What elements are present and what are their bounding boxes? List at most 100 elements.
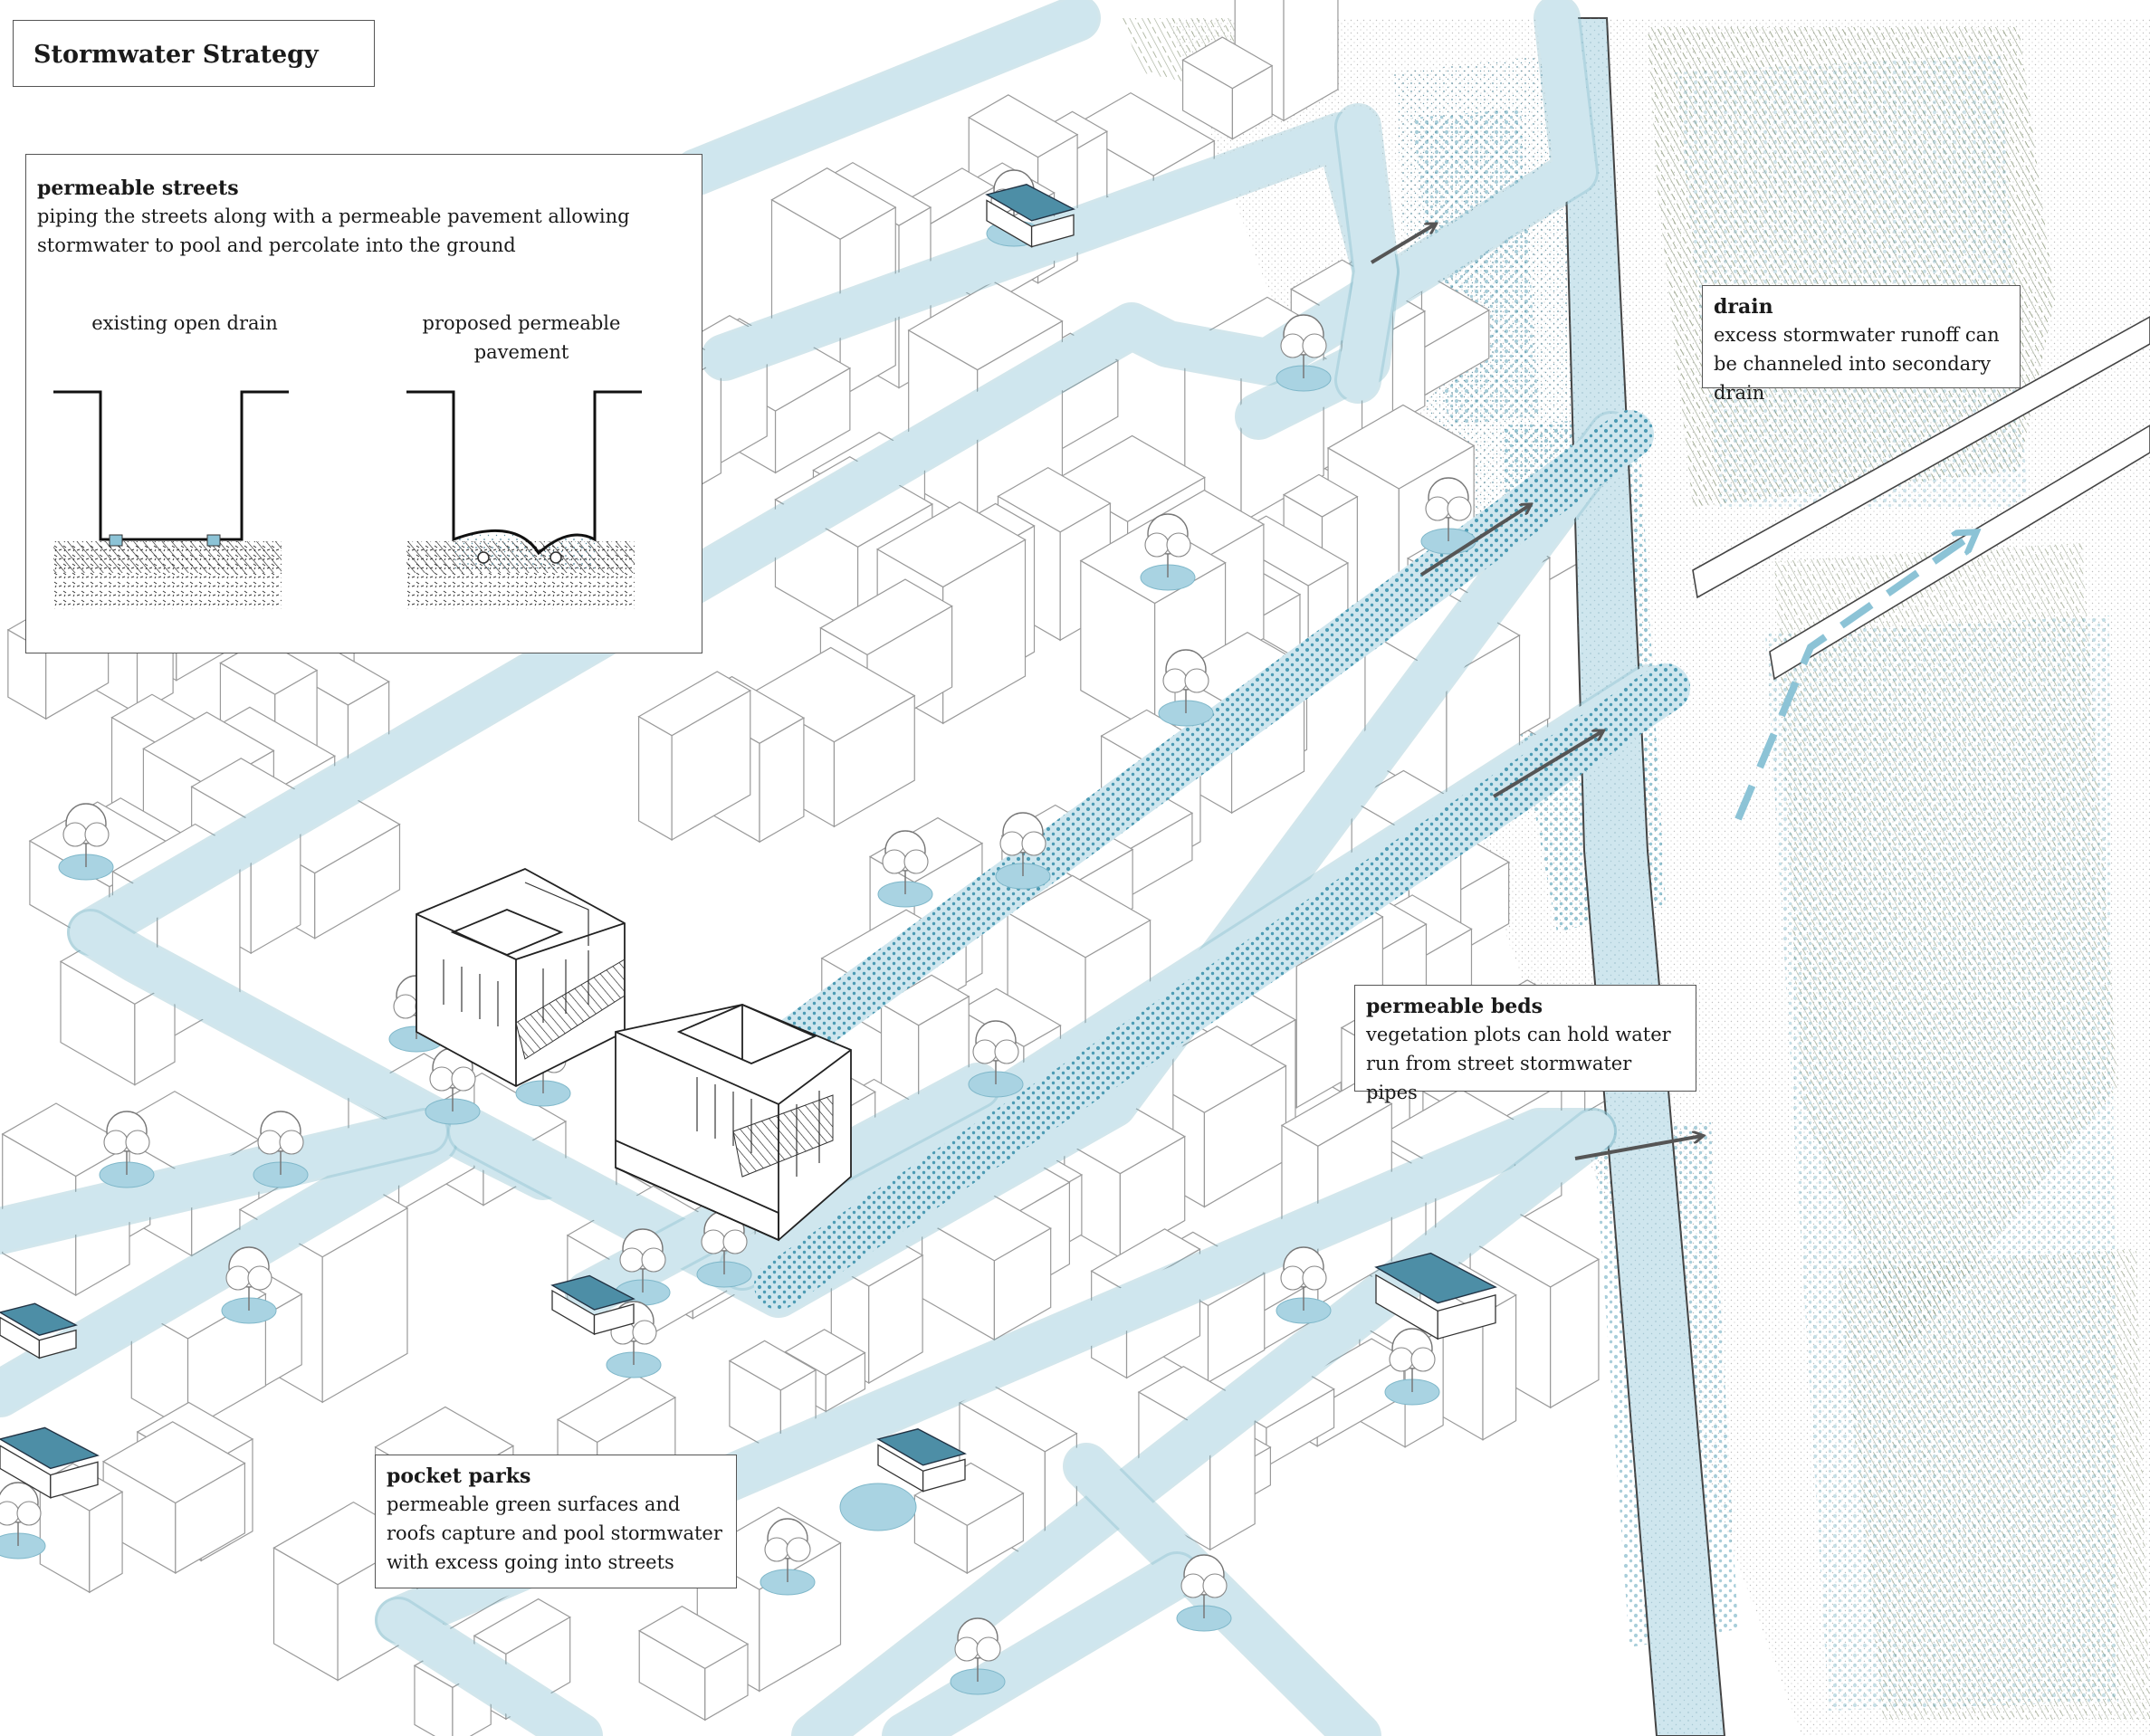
tree-canopy [1162, 668, 1188, 693]
tree-canopy [701, 1229, 726, 1254]
pavilions [0, 184, 1497, 1499]
tree-canopy [84, 822, 110, 847]
tree-canopy [1280, 333, 1305, 358]
section-proposed-permeable-pavement [406, 390, 642, 609]
tree-canopy [641, 1247, 666, 1273]
callout-body: excess stormwater runoff can be channele… [1714, 324, 2000, 404]
tree-canopy [279, 1130, 304, 1155]
tree-canopy [1447, 496, 1472, 521]
tree-canopy [1302, 333, 1327, 358]
tree-canopy [1144, 532, 1170, 558]
building-wall [1203, 1064, 1287, 1208]
section-label-proposed: proposed permeable pavement [422, 312, 621, 363]
tree-canopy [0, 1501, 20, 1526]
building-wall [1231, 64, 1273, 140]
tree-canopy [954, 1636, 979, 1662]
building-wall [671, 689, 751, 841]
building-wall [89, 1491, 123, 1594]
building-wall [175, 1462, 245, 1574]
callout-permeable-streets: permeable streets piping the streets alo… [25, 154, 702, 653]
featured-building-right [615, 1004, 852, 1242]
tree-canopy [225, 1265, 251, 1291]
tree-canopy [1021, 831, 1046, 856]
building-wall [966, 1492, 1024, 1575]
tree-canopy [103, 1130, 129, 1155]
tree-canopy [786, 1537, 811, 1562]
pavilion-wall [50, 1461, 99, 1499]
building-wall [825, 1351, 866, 1413]
pavilion-roof [0, 1426, 100, 1470]
building-wall [1266, 1388, 1335, 1468]
building-wall [1207, 1272, 1266, 1384]
pavilion-roof [550, 1274, 635, 1311]
pavilion-roof [1374, 1252, 1497, 1304]
pavilion-wall [1437, 1293, 1496, 1340]
building-wall [774, 367, 851, 474]
pavilion-wall [922, 1458, 966, 1493]
callout-heading: permeable beds [1366, 995, 1543, 1018]
tree-canopy [1184, 668, 1209, 693]
building-wall [186, 1292, 266, 1432]
tree-canopy [1410, 1347, 1436, 1372]
building-wall [759, 717, 805, 844]
street-surface [1337, 106, 1397, 401]
callout-body: permeable green surfaces and roofs captu… [387, 1493, 722, 1573]
title-box: Stormwater Strategy [13, 20, 375, 87]
tree-canopy [619, 1247, 645, 1273]
tree-canopy [976, 1636, 1001, 1662]
flow-arrows [1370, 224, 1702, 1160]
pavilion-wall [38, 1329, 77, 1359]
street-surface [0, 1120, 455, 1415]
street-surface [794, 1111, 1614, 1736]
callout-heading: drain [1714, 295, 1773, 319]
pavilion-wall [593, 1303, 635, 1335]
tree-canopy [62, 822, 88, 847]
permeable-street-network [0, 0, 1690, 1736]
tree-canopy [429, 1066, 454, 1092]
pond [839, 1483, 917, 1531]
building-wall [1283, 0, 1339, 122]
building-wall [637, 715, 673, 841]
callout-heading: permeable streets [37, 176, 239, 200]
section-drawings [53, 390, 642, 609]
tree-canopy [1302, 1265, 1327, 1291]
tree-canopy [722, 1229, 748, 1254]
callout-body: piping the streets along with a permeabl… [37, 205, 630, 256]
building-wall [321, 1207, 408, 1404]
street-surface [676, 0, 1098, 193]
street-surface [70, 0, 1596, 953]
building-wall [704, 1643, 749, 1722]
building-wall [1482, 1293, 1517, 1441]
tree-canopy [1202, 1573, 1228, 1598]
callout-permeable-beds: permeable beds vegetation plots can hold… [1354, 985, 1696, 1103]
tree-canopy [972, 1039, 998, 1064]
building-wall [314, 823, 401, 940]
tree-canopy [994, 1039, 1019, 1064]
building-wall [868, 1254, 923, 1385]
callout-pocket-parks: pocket parks permeable green surfaces an… [375, 1455, 737, 1588]
street-surface [1065, 1445, 1379, 1736]
tree-canopy [999, 831, 1025, 856]
tree-canopy [16, 1501, 42, 1526]
diagram-title: Stormwater Strategy [33, 41, 319, 69]
building-wall [833, 694, 915, 828]
section-label-existing: existing open drain [91, 312, 278, 334]
building-wall [993, 1227, 1052, 1341]
pavilion-roof [0, 1302, 78, 1336]
pavilion-roof [985, 184, 1075, 222]
tree-canopy [903, 849, 929, 874]
callout-body: vegetation plots can hold water run from… [1366, 1024, 1671, 1103]
building-wall [1550, 1258, 1600, 1409]
tree-canopy [632, 1320, 657, 1345]
pavilion-wall [1030, 214, 1075, 248]
pipe-street-dots [745, 410, 1654, 1083]
tree-canopy [764, 1537, 789, 1562]
street-surface [0, 1111, 446, 1252]
tree-canopy [125, 1130, 150, 1155]
tree-canopy [247, 1265, 272, 1291]
callout-drain: drain excess stormwater runoff can be ch… [1702, 285, 2021, 404]
tree-canopy [1280, 1265, 1305, 1291]
tree-canopy [1425, 496, 1450, 521]
